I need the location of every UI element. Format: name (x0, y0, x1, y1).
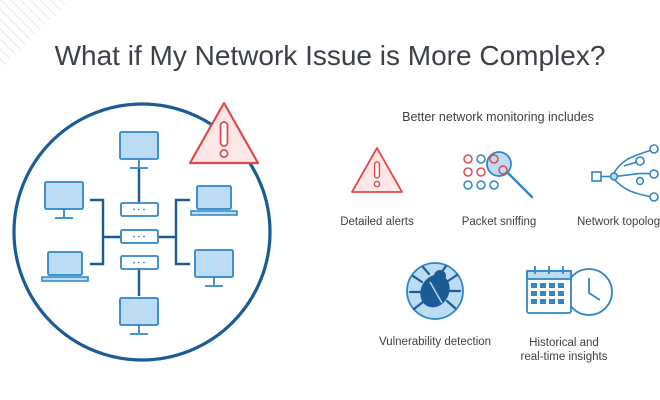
network-circle (12, 102, 272, 362)
feature-label-insights: Historical and real-time insights (509, 336, 619, 364)
decorative-stripes (0, 0, 70, 70)
feature-label-insights-line2: real-time insights (520, 351, 608, 363)
feature-label-alerts: Detailed alerts (340, 216, 414, 228)
server-icon (120, 255, 159, 270)
magnifier-packets-icon (463, 151, 534, 199)
feature-label-insights-line1: Historical and (529, 337, 599, 349)
monitor-icon (119, 297, 159, 335)
monitor-icon (44, 181, 84, 219)
feature-label-vulnerability: Vulnerability detection (378, 336, 492, 348)
feature-label-network-topology: Network topologi (577, 216, 660, 228)
laptop-icon (41, 251, 89, 282)
features-subtitle: Better network monitoring includes (402, 110, 594, 124)
monitor-icon (119, 131, 159, 169)
calendar-clock-icon (526, 266, 613, 316)
network-links (90, 168, 190, 296)
page-title: What if My Network Issue is More Complex… (54, 40, 606, 71)
monitor-icon (194, 249, 234, 287)
server-icon (120, 202, 159, 217)
alert-triangle-icon (351, 147, 403, 193)
server-icon (120, 229, 159, 244)
laptop-icon (190, 185, 238, 216)
warning-triangle-icon (188, 101, 260, 165)
bug-icon (406, 262, 464, 320)
topology-tree-icon (591, 144, 659, 202)
feature-label-packet-sniffing: Packet sniffing (461, 216, 537, 228)
